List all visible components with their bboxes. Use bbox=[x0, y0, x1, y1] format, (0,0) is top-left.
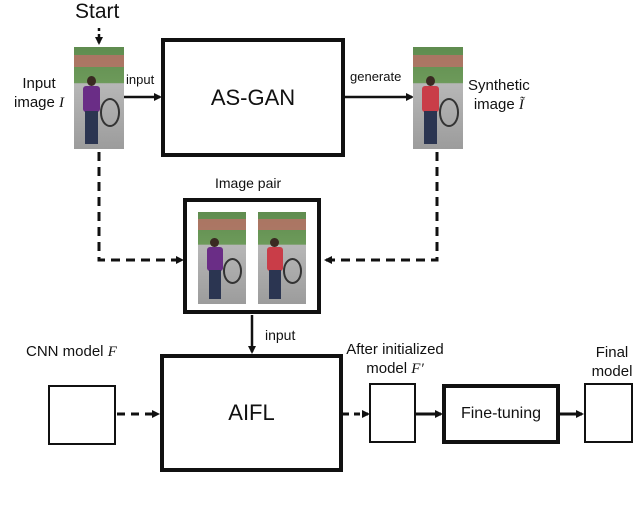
fine-tuning-label: Fine-tuning bbox=[460, 405, 542, 422]
aifl-label: AIFL bbox=[228, 400, 275, 425]
after-init-label: After initialized model F′ bbox=[336, 340, 454, 379]
image-pair-box bbox=[183, 198, 321, 314]
synthetic-image-symbol: Ĩ bbox=[518, 97, 524, 113]
synthetic-image-label-line2-wrap: image Ĩ bbox=[468, 95, 530, 115]
cnn-model-box bbox=[48, 385, 116, 445]
aifl-box: AIFL bbox=[160, 354, 343, 472]
input-arrow-label: input bbox=[126, 72, 155, 87]
pair-to-aifl-label: input bbox=[265, 327, 296, 343]
input-image-label-line2-wrap: image I bbox=[14, 93, 64, 113]
final-model-label: Final model bbox=[584, 343, 640, 381]
after-init-model-box bbox=[369, 383, 416, 443]
generate-arrow-label: generate bbox=[350, 69, 402, 84]
after-init-label-line2-wrap: model F′ bbox=[336, 359, 454, 379]
after-init-label-line2: model bbox=[366, 360, 408, 377]
synthetic-image-label: Synthetic image Ĩ bbox=[468, 76, 530, 115]
input-person-image bbox=[74, 47, 124, 149]
synthetic-to-pair-dashed-arrow bbox=[324, 152, 439, 264]
input-image-label: Input image I bbox=[14, 74, 64, 113]
input-image-label-line1: Input bbox=[22, 75, 56, 92]
input-image-symbol: I bbox=[59, 95, 65, 111]
final-model-box bbox=[584, 383, 633, 443]
cnn-model-label: CNN model F bbox=[26, 343, 117, 361]
pair-synthetic-image bbox=[258, 212, 306, 304]
image-pair-label: Image pair bbox=[215, 175, 282, 191]
pair-input-image bbox=[198, 212, 246, 304]
after-init-label-line1: After initialized bbox=[346, 341, 444, 358]
final-model-label-line1: Final bbox=[595, 344, 629, 361]
asgan-label: AS-GAN bbox=[210, 84, 296, 110]
input-to-pair-dashed-arrow bbox=[97, 152, 184, 264]
final-model-label-line2: model bbox=[591, 363, 633, 380]
synthetic-image-label-line1: Synthetic bbox=[468, 77, 530, 94]
input-image-label-line2: image bbox=[14, 94, 55, 111]
cnn-model-text: CNN model bbox=[26, 343, 104, 360]
synthetic-person-image bbox=[413, 47, 463, 149]
synthetic-image-label-line2: image bbox=[473, 96, 515, 113]
fine-tuning-box: Fine-tuning bbox=[442, 384, 560, 444]
cnn-model-symbol: F bbox=[107, 344, 117, 360]
asgan-box: AS-GAN bbox=[161, 38, 345, 157]
after-init-symbol: F′ bbox=[411, 361, 424, 377]
start-label: Start bbox=[75, 0, 120, 23]
